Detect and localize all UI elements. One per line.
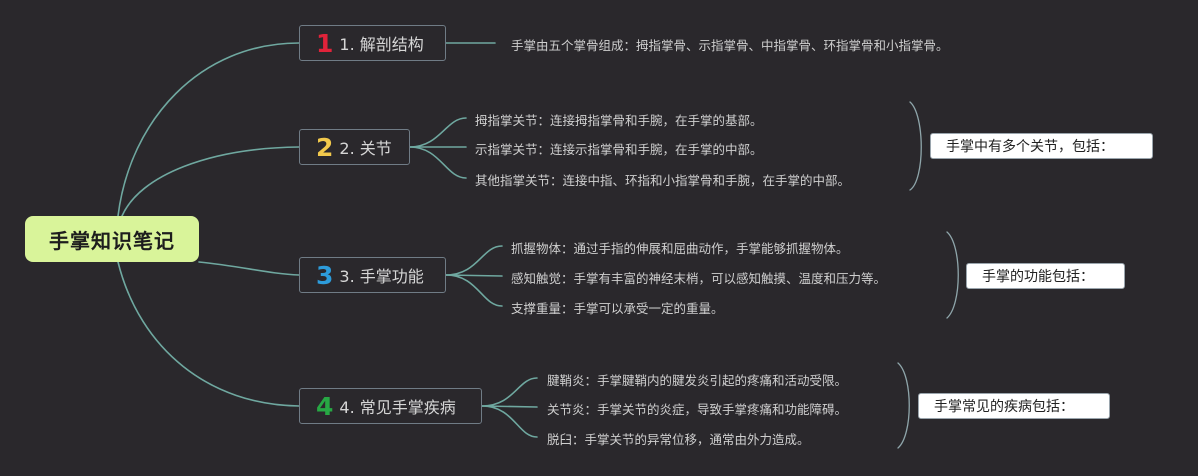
branch-3-label: 3. 手掌功能 <box>339 267 424 286</box>
branch-1[interactable]: 1 1. 解剖结构 <box>299 25 446 61</box>
branch-4-leaf-2[interactable]: 关节炎：手掌关节的炎症，导致手掌疼痛和功能障碍。 <box>547 402 848 417</box>
bracket-branch-4 <box>897 362 910 449</box>
branch-1-label: 1. 解剖结构 <box>339 35 424 54</box>
branch-4-summary[interactable]: 手掌常见的疾病包括： <box>918 393 1110 419</box>
number-3-icon: 3 <box>316 260 334 290</box>
branch-3-summary-text: 手掌的功能包括： <box>982 269 1094 285</box>
branch-2-summary[interactable]: 手掌中有多个关节，包括： <box>930 133 1153 159</box>
branch-2-summary-text: 手掌中有多个关节，包括： <box>946 139 1114 155</box>
connector-branch-4-leaf-3 <box>481 405 538 438</box>
branch-2-label: 2. 关节 <box>339 139 392 158</box>
branch-3-summary[interactable]: 手掌的功能包括： <box>966 263 1125 289</box>
branch-4-label: 4. 常见手掌疾病 <box>339 398 456 417</box>
branch-4[interactable]: 4 4. 常见手掌疾病 <box>299 388 482 424</box>
connector-root-branch-2 <box>121 146 300 217</box>
number-2-icon: 2 <box>316 132 334 162</box>
connector-root-branch-1 <box>117 42 300 217</box>
connector-branch-4-leaf-1 <box>481 377 538 407</box>
connector-branch-3-leaf-2 <box>445 274 503 277</box>
number-1-icon: 1 <box>316 28 334 58</box>
branch-4-leaf-1[interactable]: 腱鞘炎：手掌腱鞘内的腱发炎引起的疼痛和活动受限。 <box>547 373 848 388</box>
bracket-branch-2 <box>909 101 922 191</box>
connector-branch-2-leaf-1 <box>409 117 467 148</box>
branch-4-summary-text: 手掌常见的疾病包括： <box>934 399 1074 415</box>
branch-1-leaf-1[interactable]: 手掌由五个掌骨组成：拇指掌骨、示指掌骨、中指掌骨、环指掌骨和小指掌骨。 <box>511 38 949 53</box>
connector-root-branch-4 <box>117 261 300 407</box>
branch-2-leaf-3[interactable]: 其他指掌关节：连接中指、环指和小指掌骨和手腕，在手掌的中部。 <box>475 173 851 188</box>
connector-branch-3-leaf-3 <box>445 274 503 307</box>
branch-3-leaf-3[interactable]: 支撑重量：手掌可以承受一定的重量。 <box>511 301 724 316</box>
root-topic[interactable]: 手掌知识笔记 <box>25 216 199 262</box>
number-4-icon: 4 <box>316 391 334 421</box>
branch-2[interactable]: 2 2. 关节 <box>299 129 410 165</box>
branch-2-leaf-1[interactable]: 拇指掌关节：连接拇指掌骨和手腕，在手掌的基部。 <box>475 113 763 128</box>
bracket-branch-3 <box>946 231 959 319</box>
root-title: 手掌知识笔记 <box>49 228 175 253</box>
connector-branch-3-leaf-1 <box>445 245 503 276</box>
branch-3[interactable]: 3 3. 手掌功能 <box>299 257 446 293</box>
branch-3-leaf-2[interactable]: 感知触觉：手掌有丰富的神经末梢，可以感知触摸、温度和压力等。 <box>511 271 887 286</box>
branch-2-leaf-2[interactable]: 示指掌关节：连接示指掌骨和手腕，在手掌的中部。 <box>475 142 763 157</box>
branch-3-leaf-1[interactable]: 抓握物体：通过手指的伸展和屈曲动作，手掌能够抓握物体。 <box>511 241 849 256</box>
branch-4-leaf-3[interactable]: 脱臼：手掌关节的异常位移，通常由外力造成。 <box>547 432 810 447</box>
connector-root-branch-3 <box>198 261 300 276</box>
connector-branch-2-leaf-3 <box>409 146 467 179</box>
